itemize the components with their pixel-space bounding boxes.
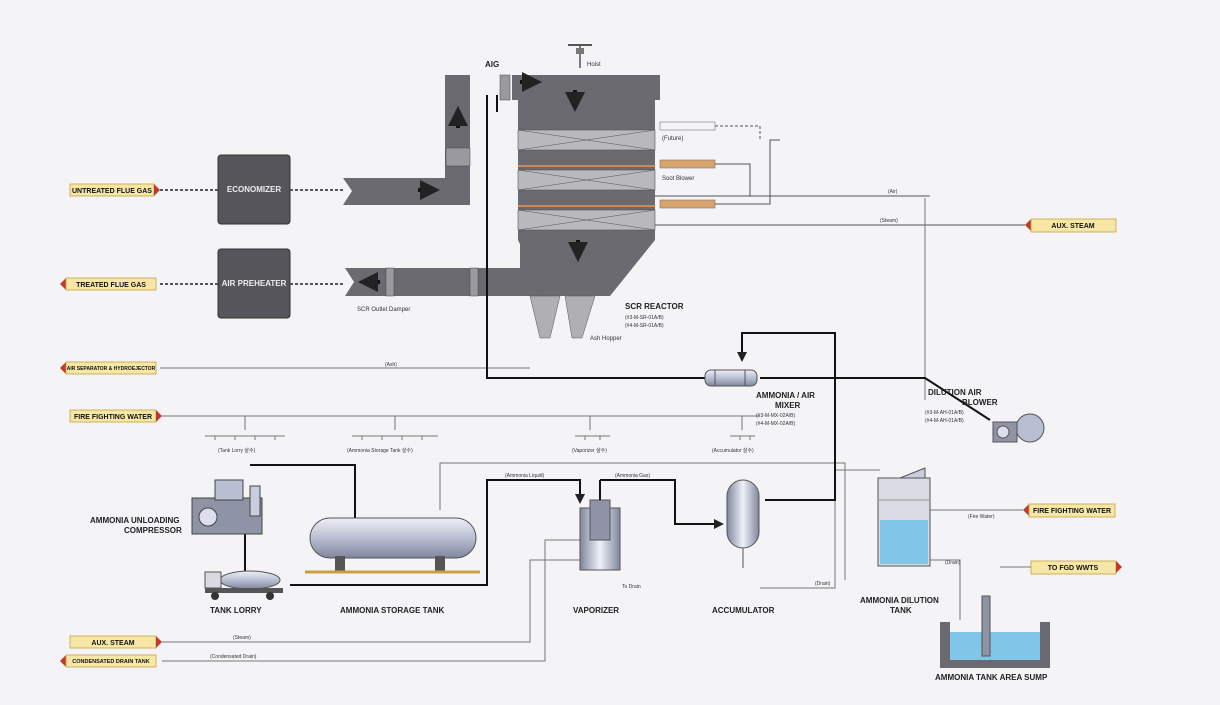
condensated-drain-label: (Condensated Drain) xyxy=(210,654,257,660)
tank-lorry-label: TANK LORRY xyxy=(210,606,262,615)
tag-ash-separator: AIR SEPARATOR & HYDROEJECTOR xyxy=(60,361,157,375)
tag-condensated-drain-tank: CONDENSATED DRAIN TANK xyxy=(60,654,157,668)
dilution-tank-label-1: AMMONIA DILUTION xyxy=(860,596,939,605)
compressor-label-1: AMMONIA UNLOADING xyxy=(90,516,179,525)
future-label: (Future) xyxy=(662,136,683,142)
ammonia-tank-area-sump xyxy=(940,595,1050,668)
tag-fire-fighting-water-left: FIRE FIGHTING WATER xyxy=(69,409,162,423)
scr-reactor-tag-1: (#3-M-SR-01A/B) xyxy=(625,315,664,321)
vaporizer xyxy=(579,480,621,571)
air-preheater-label: AIR PREHEATER xyxy=(222,279,287,288)
tag-aux-steam-bottom: AUX. STEAM xyxy=(69,635,162,649)
hoist-icon xyxy=(568,44,592,68)
steam-line-label: (Steam) xyxy=(880,218,898,224)
tank-lorry xyxy=(204,570,283,600)
blower-tag-2: (#4-M-AH-01A/B) xyxy=(925,418,964,424)
tag-treated-flue-gas-label: TREATED FLUE GAS xyxy=(76,282,146,289)
air-line-label: (Air) xyxy=(888,189,898,195)
tag-untreated-flue-gas: UNTREATED FLUE GAS xyxy=(69,183,160,197)
dilution-air-blower xyxy=(992,413,1045,443)
process-lines xyxy=(244,95,991,586)
soot-blower-label: Soot Blower xyxy=(662,176,694,182)
ammonia-unloading-compressor xyxy=(191,479,263,535)
hoist-label: Hoist xyxy=(587,62,601,68)
tag-condensated-drain-tank-label: CONDENSATED DRAIN TANK xyxy=(72,659,149,665)
sump-label: AMMONIA TANK AREA SUMP xyxy=(935,673,1048,682)
sprinkler-tank-lorry-label: (Tank Lorry 살수) xyxy=(218,447,256,454)
ammonia-storage-tank xyxy=(305,517,480,574)
scr-reactor xyxy=(358,72,656,339)
economizer-box: ECONOMIZER xyxy=(217,154,291,225)
ammonia-air-mixer xyxy=(704,369,758,387)
to-drain-label: To Drain xyxy=(622,584,641,590)
soot-blower-lines xyxy=(655,125,1025,226)
aig-label: AIG xyxy=(485,60,499,69)
accumulator-label: ACCUMULATOR xyxy=(712,606,775,615)
ash-hopper-label: Ash Hopper xyxy=(590,336,622,342)
blower-label-2: BLOWER xyxy=(962,398,998,407)
ammonia-gas-label: (Ammonia Gas) xyxy=(615,473,650,479)
scr-outlet-damper-label: SCR Outlet Damper xyxy=(357,307,410,313)
ammonia-storage-tank-label: AMMONIA STORAGE TANK xyxy=(340,606,445,615)
drain-accumulator-label: (Drain) xyxy=(815,581,831,587)
utility-lines xyxy=(160,198,1031,662)
steam-bottom-label: (Steam) xyxy=(233,635,251,641)
economizer-label: ECONOMIZER xyxy=(227,185,281,194)
air-preheater-box: AIR PREHEATER xyxy=(217,248,291,319)
tag-untreated-flue-gas-label: UNTREATED FLUE GAS xyxy=(72,188,152,195)
mixer-label-1: AMMONIA / AIR xyxy=(756,391,815,400)
ash-line-label: (Ash) xyxy=(385,362,397,368)
blower-label-1: DILUTION AIR xyxy=(928,388,982,397)
tag-to-fgd-wwts-label: TO FGD WWTS xyxy=(1048,565,1099,572)
accumulator xyxy=(726,479,760,568)
ammonia-dilution-tank xyxy=(877,467,931,567)
compressor-label-2: COMPRESSOR xyxy=(124,526,182,535)
tag-treated-flue-gas: TREATED FLUE GAS xyxy=(60,277,157,291)
blower-tag-1: (#3-M-AH-01A/B) xyxy=(925,410,964,416)
sprinkler-accumulator-label: (Accumulator 살수) xyxy=(712,447,754,454)
soot-blower-icon xyxy=(659,121,716,209)
tag-aux-steam-right-label: AUX. STEAM xyxy=(1051,223,1094,230)
fire-water-label: (Fire Water) xyxy=(968,514,995,520)
sprinkler-storage-tank-label: (Ammonia Storage Tank 살수) xyxy=(347,447,413,454)
tag-aux-steam-bottom-label: AUX. STEAM xyxy=(91,640,134,647)
mixer-tag-1: (#3-M-MX-02A/B) xyxy=(756,413,796,419)
mixer-label-2: MIXER xyxy=(775,401,801,410)
flue-gas-links xyxy=(160,189,345,285)
tag-fire-fighting-water-right-label: FIRE FIGHTING WATER xyxy=(1033,508,1111,515)
tag-fire-fighting-water-left-label: FIRE FIGHTING WATER xyxy=(74,414,152,421)
ammonia-liquid-label: (Ammonia Liquid) xyxy=(505,473,545,479)
sprinkler-vaporizer-label: (Vaporizer 살수) xyxy=(572,447,607,454)
mixer-tag-2: (#4-M-MX-02A/B) xyxy=(756,421,796,427)
tag-to-fgd-wwts: TO FGD WWTS xyxy=(1030,560,1122,575)
scr-reactor-tag-2: (#4-M-SR-01A/B) xyxy=(625,323,664,329)
tag-fire-fighting-water-right: FIRE FIGHTING WATER xyxy=(1023,503,1116,518)
drain-sump-label: (Drain) xyxy=(945,560,961,566)
scr-reactor-label: SCR REACTOR xyxy=(625,302,684,311)
tag-ash-separator-label: AIR SEPARATOR & HYDROEJECTOR xyxy=(67,366,156,372)
vaporizer-label: VAPORIZER xyxy=(573,606,619,615)
dilution-tank-label-2: TANK xyxy=(890,606,912,615)
sprinkler-heads xyxy=(214,436,751,440)
tag-aux-steam-right: AUX. STEAM xyxy=(1025,218,1117,233)
